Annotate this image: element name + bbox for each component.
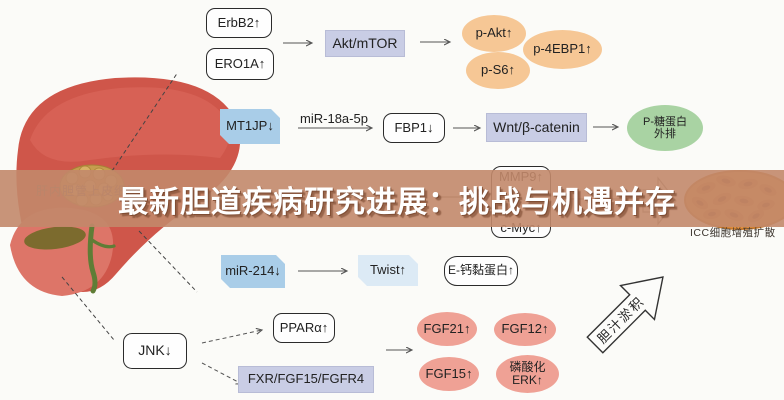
node-ppara: PPARα↑ (273, 313, 335, 343)
node-p-s6: p-S6↑ (466, 52, 530, 89)
liver-dashed-connectors (61, 71, 198, 341)
mir-18a-5p-arrow-label: miR-18a-5p (300, 111, 368, 126)
pgp-line2: 外排 (654, 128, 676, 140)
p-erk-line2: ERK↑ (512, 373, 543, 387)
node-e-cadherin: E-钙黏蛋白↑ (444, 256, 518, 286)
node-fgf21: FGF21↑ (417, 312, 477, 346)
node-p-4ebp1: p-4EBP1↑ (523, 30, 602, 69)
node-p-glycoprotein-efflux: P-糖蛋白 外排 (627, 105, 703, 151)
node-fgf15: FGF15↑ (419, 357, 479, 391)
icc-caption: ICC细胞增殖扩散 (690, 227, 776, 239)
node-akt-mtor: Akt/mTOR (325, 30, 405, 57)
cholestasis-arrow: 胆汁淤积 (586, 276, 664, 354)
node-ero1a: ERO1A↑ (206, 48, 274, 80)
bile-duct (87, 223, 116, 294)
node-erbb2: ErbB2↑ (206, 8, 272, 38)
node-fbp1: FBP1↓ (383, 113, 445, 143)
cholestasis-arrow-label: 胆汁淤积 (594, 293, 647, 346)
node-wnt-bcatenin: Wnt/β-catenin (486, 113, 587, 142)
node-jnk: JNK↓ (123, 333, 187, 369)
title-banner: 最新胆道疾病研究进展：挑战与机遇并存 (0, 170, 784, 227)
p-erk-line1: 磷酸化 (509, 359, 546, 374)
node-phospho-erk: 磷酸化 ERK↑ (496, 355, 559, 393)
page-title: 最新胆道疾病研究进展：挑战与机遇并存 (118, 185, 676, 219)
node-fgf12: FGF12↑ (494, 313, 556, 346)
node-twist: Twist↑ (358, 255, 418, 286)
node-p-akt: p-Akt↑ (462, 15, 526, 52)
node-mt1jp: MT1JP↓ (220, 109, 280, 144)
gallbladder-shape (24, 226, 86, 250)
pgp-line1: P-糖蛋白 (643, 115, 687, 128)
node-fxr-fgf15-fgfr4: FXR/FGF15/FGFR4 (238, 366, 374, 393)
node-mir-214: miR-214↓ (221, 255, 285, 288)
